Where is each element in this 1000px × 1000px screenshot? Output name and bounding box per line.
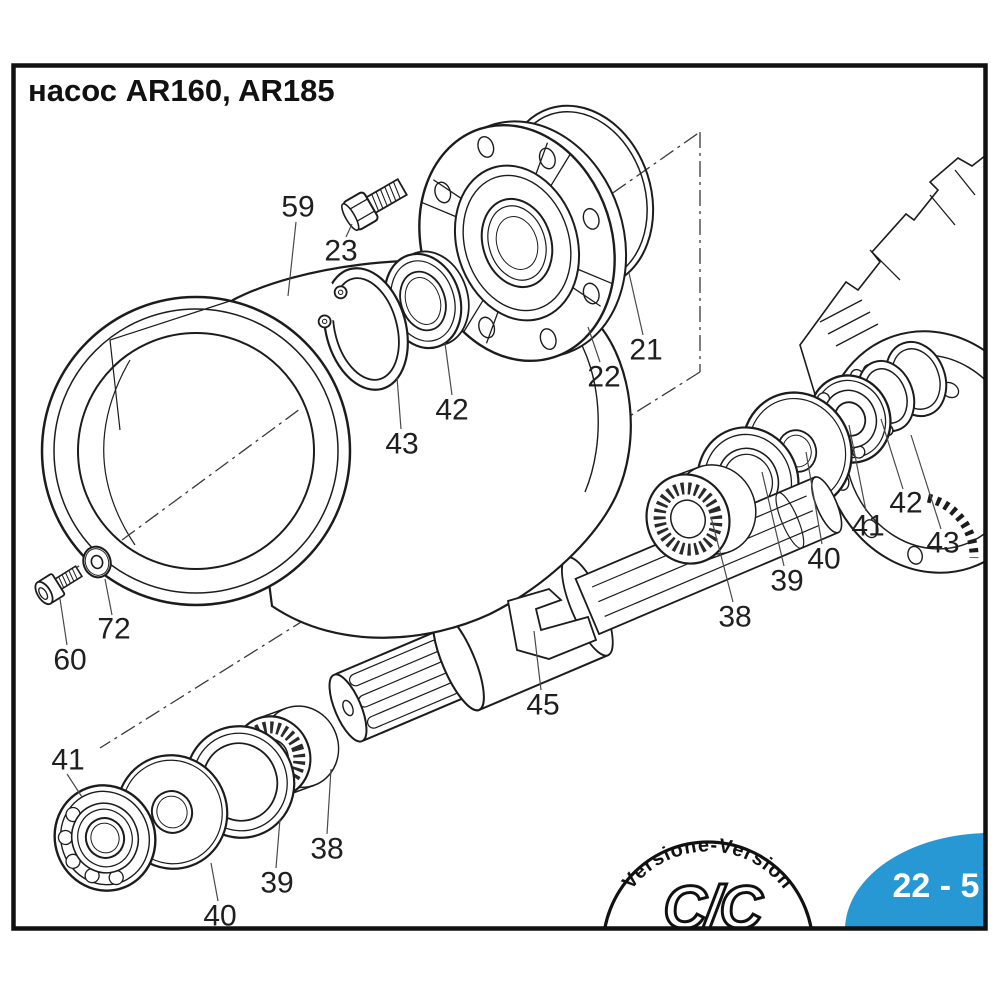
- needle-bearing-38-right: [645, 464, 757, 565]
- washer-72: [82, 545, 112, 579]
- bell-mouth: [77, 332, 315, 570]
- part-label-43-top: 43: [385, 428, 418, 461]
- leader-line-40-bottom: [210, 862, 219, 902]
- part-label-42-top: 42: [435, 394, 468, 427]
- bell-rim-outer: [40, 295, 352, 607]
- circlip-43-top: [308, 267, 409, 391]
- part-label-45: 45: [526, 689, 559, 722]
- part-label-59: 59: [281, 191, 314, 224]
- leader-line-43-right: [910, 434, 942, 530]
- page-frame: [11, 63, 988, 931]
- leader-line-41-right: [848, 424, 867, 512]
- hex-bolt-23: [341, 177, 408, 231]
- leader-line-41-bottom: [66, 773, 83, 798]
- bell-bracket: [506, 587, 598, 660]
- part-label-41-right: 41: [851, 510, 884, 543]
- leader-line-43-top: [396, 376, 402, 430]
- part-label-43-right: 43: [926, 527, 959, 560]
- leader-line-60: [59, 598, 68, 646]
- part-label-72: 72: [97, 613, 130, 646]
- part-label-41-bottom: 41: [51, 744, 84, 777]
- page-title: насос AR160, AR185: [28, 73, 335, 108]
- leader-line-39-bottom: [275, 818, 281, 869]
- leader-line-72: [104, 578, 113, 616]
- leader-line-38-right: [710, 516, 734, 603]
- page-tag-shape: [845, 833, 985, 927]
- leader-line-23: [345, 223, 353, 238]
- page-tag: 22 - 5: [845, 833, 985, 927]
- leader-line-38-bottom: [326, 768, 332, 835]
- part-label-60: 60: [53, 644, 86, 677]
- version-badge: Versione-Version C/C: [603, 834, 813, 941]
- socket-bolt-60: [34, 565, 84, 606]
- leader-line-40-right: [805, 451, 823, 545]
- part-label-22: 22: [587, 361, 620, 394]
- part-label-39-bottom: 39: [260, 867, 293, 900]
- leader-line-42-top: [444, 342, 453, 396]
- part-label-39-right: 39: [770, 565, 803, 598]
- leader-line-21: [628, 272, 644, 336]
- crankcase-rib-teeth: [926, 493, 979, 559]
- leader-line-42-right: [880, 418, 904, 490]
- version-code: C/C: [663, 874, 764, 941]
- part-label-38-bottom: 38: [310, 833, 343, 866]
- leader-line-39-right: [761, 471, 785, 567]
- leader-line-59: [287, 221, 297, 297]
- page-tag-number: 22 - 5: [893, 867, 980, 905]
- ball-bearing-41-bottom: [53, 784, 157, 892]
- part-label-40-right: 40: [807, 543, 840, 576]
- leader-line-45: [533, 630, 542, 691]
- part-label-21: 21: [629, 334, 662, 367]
- part-label-40-bottom: 40: [203, 900, 236, 933]
- part-label-38-right: 38: [718, 601, 751, 634]
- leader-line-22: [587, 326, 601, 363]
- part-label-23: 23: [324, 235, 357, 268]
- part-label-42-right: 42: [889, 487, 922, 520]
